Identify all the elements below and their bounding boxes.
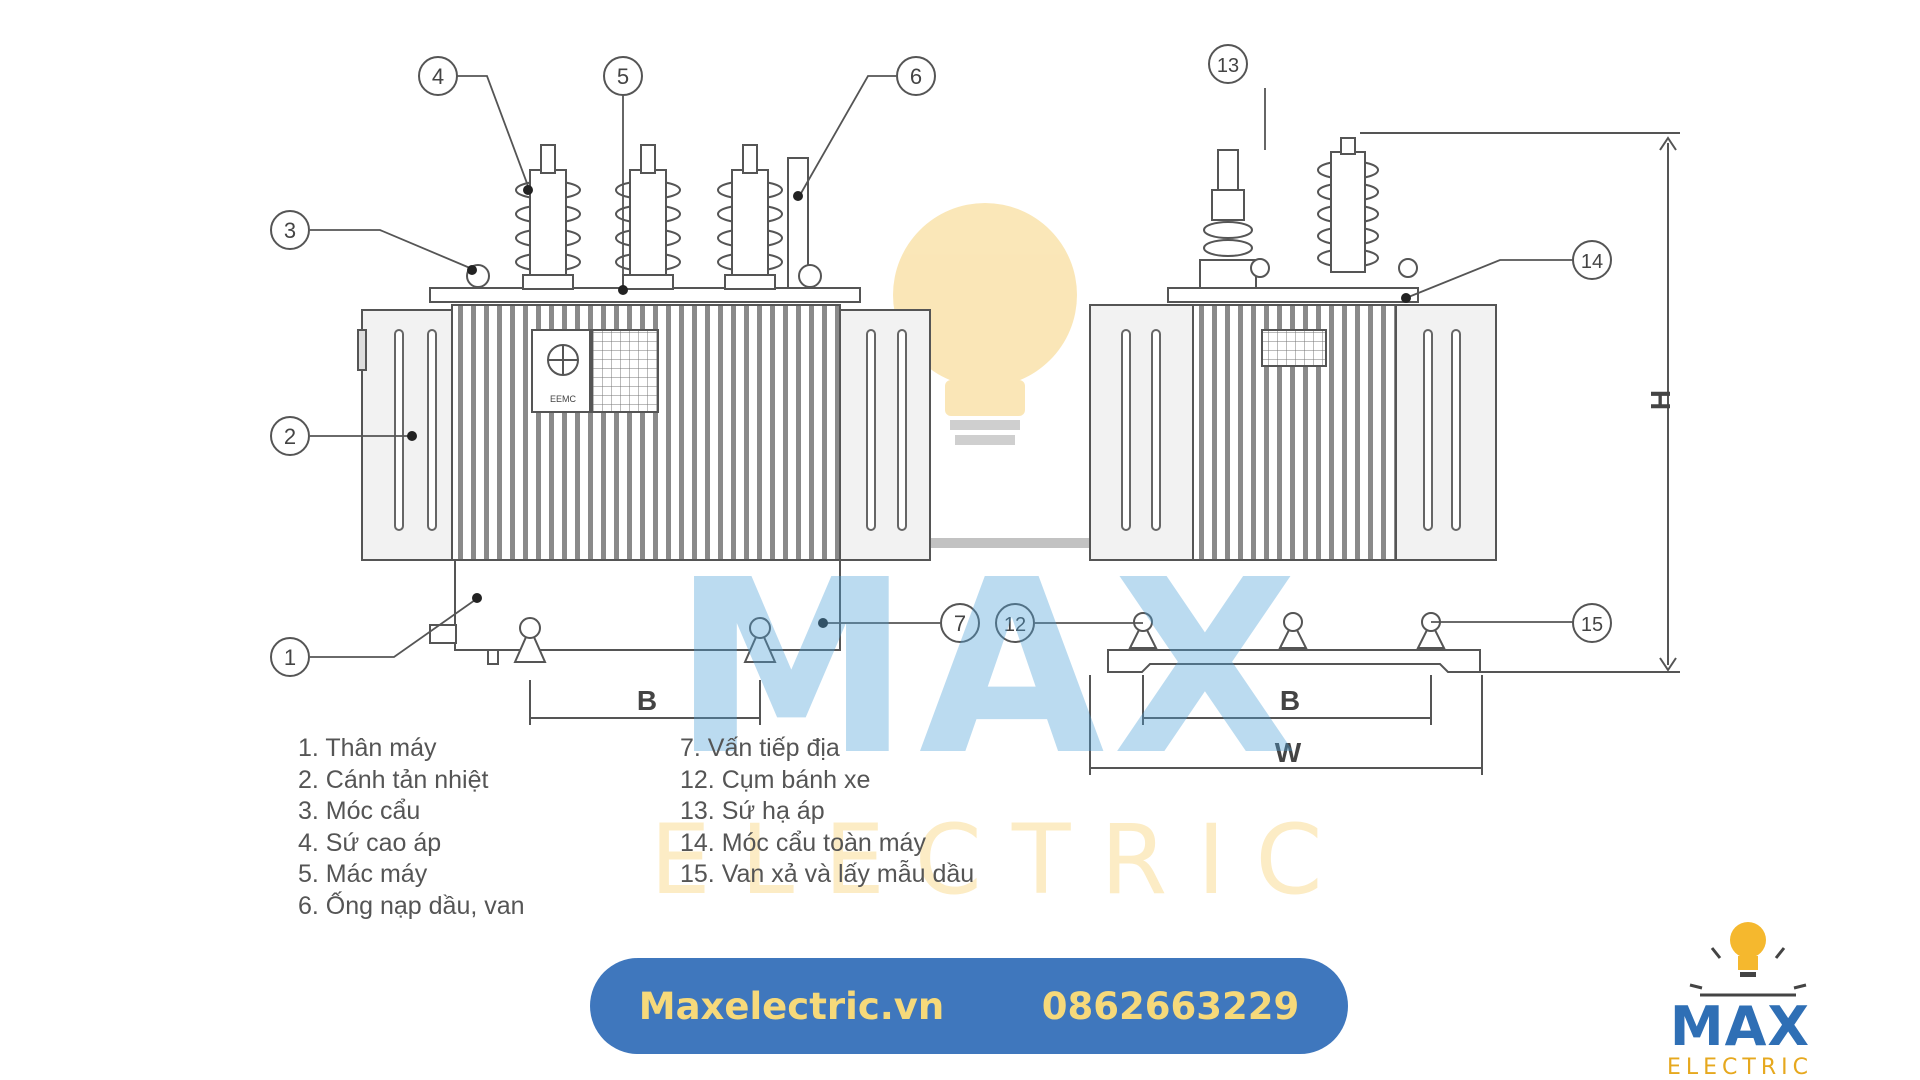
callout-1: 1 (270, 637, 310, 677)
callout-12: 12 (995, 603, 1035, 643)
legend-item: 5. Mác máy (298, 860, 428, 888)
logo-electric-text: ELECTRIC (1667, 1055, 1813, 1080)
callout-7-label: 7 (954, 611, 966, 636)
legend-item: 12. Cụm bánh xe (680, 765, 871, 794)
legend-item: 15. Van xả và lấy mẫu dầu (680, 860, 975, 888)
callout-2-label: 2 (284, 424, 296, 449)
contact-banner: Maxelectric.vn 0862663229 (590, 958, 1348, 1054)
legend-item: 1. Thân máy (298, 734, 437, 762)
front-view (357, 144, 931, 725)
callout-15: 15 (1572, 603, 1612, 643)
callout-14: 14 (1572, 240, 1612, 280)
callout-14-label: 14 (1581, 251, 1603, 273)
callout-5: 5 (603, 56, 643, 96)
phone-number[interactable]: 0862663229 (1041, 984, 1300, 1028)
callout-6-label: 6 (910, 64, 922, 89)
callout-13-label: 13 (1217, 55, 1239, 77)
legend-item: 2. Cánh tản nhiệt (298, 765, 489, 794)
callout-7: 7 (940, 603, 980, 643)
logo-bulb-icon (1689, 922, 1807, 997)
legend-item: 6. Ống nạp dầu, van (298, 891, 525, 920)
callout-4-label: 4 (432, 64, 444, 89)
callout-3-label: 3 (284, 218, 296, 243)
callout-1-label: 1 (284, 645, 296, 670)
nameplate-text: EEMC (550, 394, 577, 404)
legend-item: 13. Sứ hạ áp (680, 797, 825, 825)
callout-dots (407, 185, 1411, 628)
callout-leaders (310, 75, 1573, 658)
website-link[interactable]: Maxelectric.vn (638, 984, 945, 1028)
dim-b-right: B (1280, 685, 1300, 716)
logo-max-text: MAX (1669, 995, 1811, 1058)
legend-item: 3. Móc cẩu (298, 797, 421, 825)
callout-13: 13 (1208, 44, 1248, 84)
dim-b-left: B (637, 685, 657, 716)
dim-h: H (1645, 390, 1676, 410)
callout-15-label: 15 (1581, 614, 1603, 636)
callout-6: 6 (896, 56, 936, 96)
callout-5-label: 5 (617, 64, 629, 89)
legend-left: 1. Thân máy 2. Cánh tản nhiệt 3. Móc cẩu… (298, 733, 525, 922)
side-view (1089, 132, 1680, 775)
legend-right: 7. Vấn tiếp địa 12. Cụm bánh xe 13. Sứ h… (680, 733, 974, 891)
watermark-electric: ELECTRIC (650, 804, 1353, 916)
legend-item: 7. Vấn tiếp địa (680, 734, 840, 762)
dim-w: W (1275, 737, 1302, 768)
callout-12-label: 12 (1004, 614, 1026, 636)
callout-4: 4 (418, 56, 458, 96)
watermark-max: MAX (672, 528, 1306, 808)
callout-2: 2 (270, 416, 310, 456)
legend-item: 14. Móc cẩu toàn máy (680, 828, 926, 857)
legend-item: 4. Sứ cao áp (298, 828, 442, 857)
callout-3: 3 (270, 210, 310, 250)
